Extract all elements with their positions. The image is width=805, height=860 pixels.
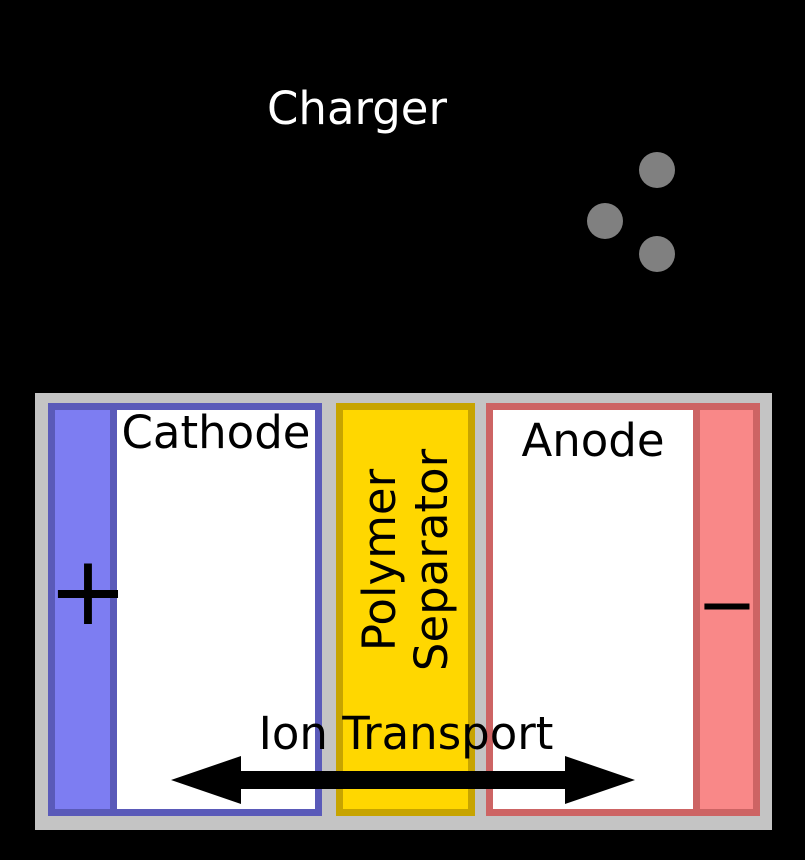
anode-current-collector: −	[693, 410, 757, 809]
electron-dot	[639, 152, 675, 188]
anode-label: Anode	[521, 414, 665, 467]
separator-label: Polymer Separator	[352, 448, 458, 672]
charger-label: Charger	[267, 82, 447, 135]
ion-transport-label: Ion Transport	[258, 707, 554, 760]
cathode-current-collector: +	[48, 410, 128, 809]
separator-section: Polymer Separator	[336, 403, 475, 816]
electron-dot	[587, 203, 623, 239]
electron-dot	[639, 236, 675, 272]
plus-sign: +	[47, 535, 129, 647]
minus-sign: −	[696, 562, 758, 646]
cathode-label: Cathode	[121, 406, 311, 459]
battery-cell-case: + Cathode Polymer Separator − Anode Ion …	[35, 393, 772, 830]
cathode-section: + Cathode	[48, 403, 322, 816]
anode-section: − Anode	[486, 403, 760, 816]
ion-transport-arrow	[171, 756, 635, 804]
